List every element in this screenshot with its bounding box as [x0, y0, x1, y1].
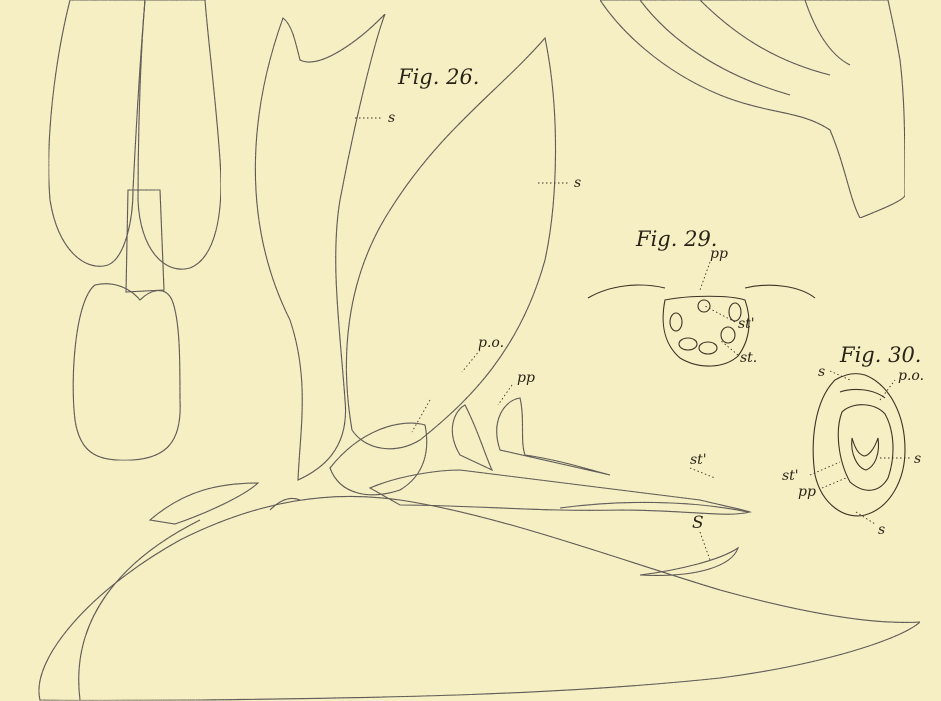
fragment-top-left: [49, 0, 221, 460]
fig29-title: Fig. 29.: [635, 227, 717, 251]
fig29-label-st: st.: [740, 350, 757, 366]
fig30-drawing: [813, 374, 905, 516]
fig30-label-pp: pp: [798, 484, 816, 500]
fig30-label-po: p.o.: [898, 368, 924, 384]
fig29-drawing: [588, 285, 815, 366]
fig26-title: Fig. 26.: [397, 65, 479, 89]
fig29-label-pp: pp: [710, 246, 728, 262]
fig26-label-po: p.o.: [478, 335, 504, 351]
fig26-label-s-right: s: [574, 175, 581, 191]
fig30-label-s-bottom: s: [878, 522, 885, 538]
fig30-label-s-right: s: [914, 451, 921, 467]
fig26-drawing: [39, 14, 920, 700]
fig26-label-s-upper: s: [388, 110, 395, 126]
fig30-label-s-top: s: [818, 364, 825, 380]
leader-lines: [355, 118, 910, 560]
fragment-top-right: [600, 0, 905, 218]
fig30-title: Fig. 30.: [839, 343, 921, 367]
fig26-label-pp: pp: [517, 370, 535, 386]
fig26-label-st-prime: st': [690, 452, 707, 468]
fig30-label-st-prime: st': [782, 468, 799, 484]
fig26-label-S-lower: S: [692, 513, 704, 533]
fig29-label-st-prime: st': [738, 316, 755, 332]
